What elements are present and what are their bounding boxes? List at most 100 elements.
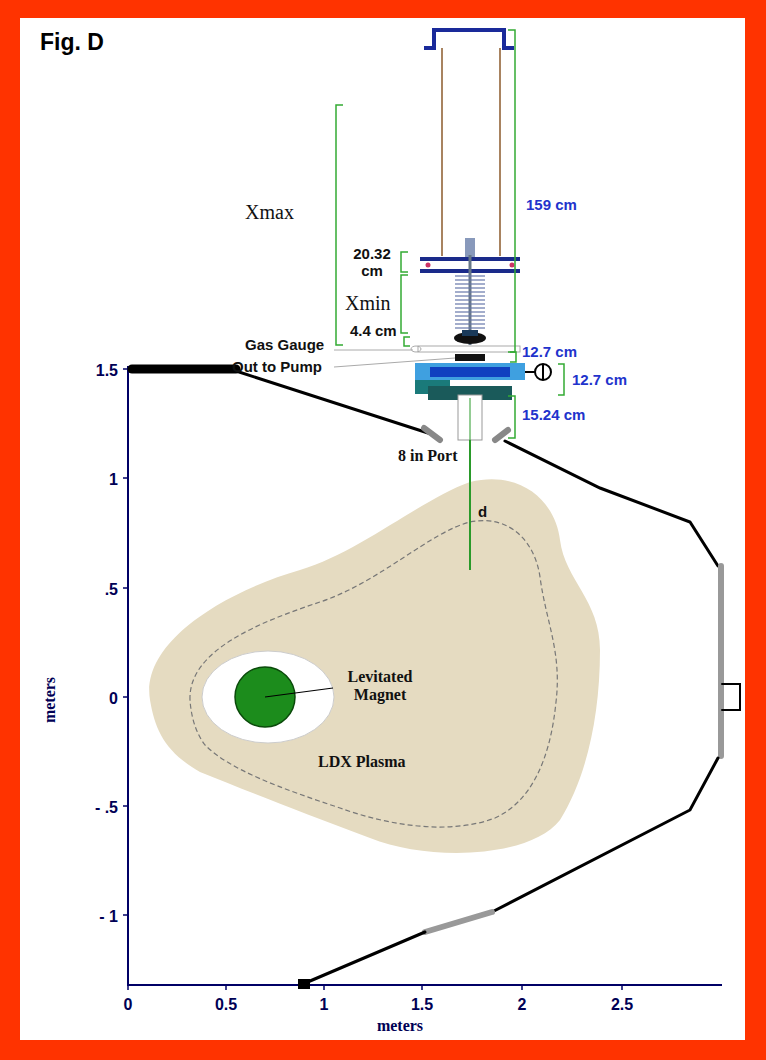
flux-contour bbox=[190, 521, 557, 827]
probe-assembly-part bbox=[418, 346, 520, 352]
probe-assembly-part-part bbox=[455, 315, 485, 316]
tick-label: 1 bbox=[320, 996, 329, 1014]
tick-label: .5 bbox=[105, 581, 118, 599]
probe-label: d bbox=[478, 504, 487, 521]
axis-ticks-part bbox=[421, 985, 423, 990]
axis-ticks-part bbox=[127, 985, 129, 990]
probe-assembly-part-part bbox=[455, 283, 485, 284]
plasma-region bbox=[149, 479, 600, 853]
leader-line bbox=[334, 350, 413, 351]
probe-assembly-part-part bbox=[455, 295, 485, 296]
tick-label: 0.5 bbox=[215, 996, 237, 1014]
dimension-brackets-part bbox=[401, 252, 408, 272]
plasma-label: LDX Plasma bbox=[318, 753, 406, 771]
probe-assembly-part bbox=[499, 48, 501, 256]
probe-assembly-part bbox=[455, 276, 485, 328]
probe-assembly-part bbox=[455, 354, 485, 361]
probe-assembly-part bbox=[415, 363, 525, 380]
axis-ticks-part bbox=[621, 985, 623, 990]
probe-assembly-part bbox=[441, 48, 443, 256]
probe-assembly-part bbox=[535, 364, 551, 380]
vessel-wall-part bbox=[505, 441, 718, 566]
vessel-wall-part bbox=[132, 365, 236, 374]
part-label: Gas Gauge bbox=[245, 337, 324, 354]
vessel-wall-part bbox=[495, 430, 508, 440]
vessel-wall bbox=[132, 369, 740, 989]
vessel-wall-part bbox=[236, 371, 428, 433]
vessel-wall-part bbox=[722, 684, 740, 710]
axis-ticks-part bbox=[123, 914, 128, 916]
axis-ticks-part bbox=[123, 696, 128, 698]
tick-label: 0 bbox=[109, 690, 118, 708]
probe-assembly-part bbox=[458, 395, 482, 440]
port-label: 8 in Port bbox=[398, 447, 458, 465]
dimension-label: 12.7 cm bbox=[522, 344, 577, 361]
dimension-brackets-part bbox=[510, 352, 516, 362]
probe-assembly-part-part bbox=[455, 291, 485, 292]
probe-assembly-part-part bbox=[455, 323, 485, 324]
dimension-brackets-part bbox=[508, 396, 515, 438]
tick-label: - .5 bbox=[95, 799, 118, 817]
axis-ticks-part bbox=[225, 985, 227, 990]
axis-ticks-part bbox=[123, 477, 128, 479]
tick-label: - 1 bbox=[99, 908, 118, 926]
probe-assembly-part bbox=[470, 398, 471, 440]
axis-ticks-part bbox=[521, 985, 523, 990]
probe-assembly-part-part bbox=[455, 303, 485, 304]
probe-assembly-part bbox=[430, 367, 510, 377]
tick-label: 1.5 bbox=[411, 996, 433, 1014]
leader-line bbox=[334, 358, 455, 367]
part-label: Out to Pump bbox=[232, 359, 322, 376]
vessel-wall-part bbox=[303, 932, 425, 984]
dimension-brackets-part bbox=[336, 105, 343, 345]
dimension-label: Xmin bbox=[345, 292, 391, 314]
leader-line bbox=[265, 688, 333, 697]
tick-label: 2.5 bbox=[611, 996, 633, 1014]
probe-assembly-part-part bbox=[455, 327, 485, 328]
dimension-brackets-part bbox=[401, 275, 408, 333]
dimension-brackets-part bbox=[508, 30, 515, 352]
probe-assembly-part bbox=[542, 364, 544, 380]
vessel-wall-part bbox=[424, 428, 440, 440]
tick-label: 0 bbox=[124, 996, 133, 1014]
vessel-wall-part bbox=[425, 912, 492, 932]
dimension-label: 12.7 cm bbox=[572, 372, 627, 389]
tick-label: 1.5 bbox=[96, 362, 118, 380]
vessel-wall-part bbox=[492, 758, 718, 912]
magnet-label: Levitated Magnet bbox=[340, 668, 420, 703]
dimension-label: 20.32 cm bbox=[347, 246, 397, 279]
probe-assembly-part-part bbox=[455, 319, 485, 320]
axis-ticks-part bbox=[123, 368, 128, 370]
axis-ticks-part bbox=[123, 805, 128, 807]
probe-assembly-part-part bbox=[455, 275, 485, 276]
probe-assembly-part-part bbox=[455, 307, 485, 308]
probe-assembly-part-part bbox=[455, 287, 485, 288]
probe-assembly-part bbox=[424, 30, 514, 48]
dimension-label: 4.4 cm bbox=[350, 323, 397, 340]
probe-assembly-part bbox=[510, 263, 515, 268]
axis-ticks-part bbox=[123, 587, 128, 589]
probe-assembly-part bbox=[426, 263, 431, 268]
axis-title: meters bbox=[377, 1017, 423, 1035]
probe-assembly-part bbox=[462, 330, 478, 336]
y-axis bbox=[127, 366, 129, 986]
axis-ticks-part bbox=[323, 985, 325, 990]
x-axis bbox=[127, 984, 722, 986]
probe-assembly-part bbox=[525, 371, 535, 373]
magnet-hole bbox=[202, 651, 334, 743]
vessel-wall-part bbox=[298, 979, 310, 989]
figure-title: Fig. D bbox=[40, 30, 104, 55]
tick-label: 2 bbox=[518, 996, 527, 1014]
dimension-label: Xmax bbox=[245, 201, 294, 223]
probe-assembly-part-part bbox=[455, 279, 485, 280]
probe-assembly-part-part bbox=[455, 299, 485, 300]
dimension-brackets-part bbox=[404, 337, 410, 346]
probe-assembly bbox=[334, 30, 551, 570]
probe-assembly-part-part bbox=[455, 311, 485, 312]
probe-assembly-part bbox=[411, 346, 421, 352]
dimension-label: 159 cm bbox=[526, 197, 577, 214]
tick-label: 1 bbox=[109, 471, 118, 489]
dimension-label: 15.24 cm bbox=[522, 407, 585, 424]
